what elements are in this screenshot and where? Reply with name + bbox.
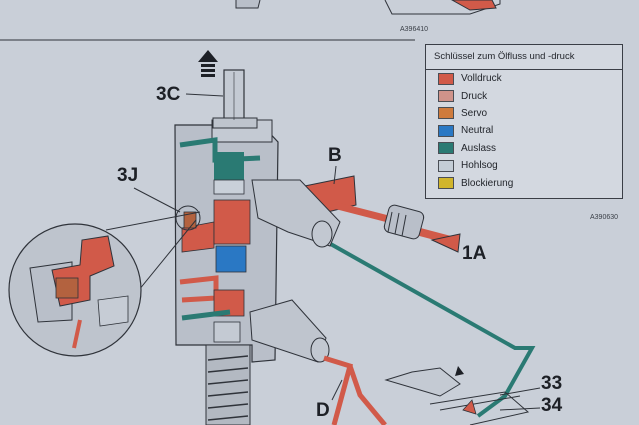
legend-item: Neutral [426,122,622,139]
top-partial-figure [0,0,501,41]
legend-label: Neutral [461,125,494,137]
inflow-arrow-icon [430,233,461,253]
label-33: 33 [541,373,563,394]
legend-swatch [438,107,454,120]
legend-label: Volldruck [461,73,502,85]
label-b: B [328,145,342,166]
label-d: D [316,400,330,421]
legend-box: Schlüssel zum Ölfluss und -druck Volldru… [425,44,623,199]
legend-swatch [438,177,454,190]
legend-item: Hohlsog [426,157,622,174]
label-3j: 3J [117,165,139,186]
ref-id-legend: A390630 [590,214,619,221]
legend-item: Blockierung [426,174,622,191]
lever-assembly [384,366,541,425]
label-34: 34 [541,395,563,416]
exhaust-line [319,236,536,418]
legend-label: Auslass [461,142,497,154]
up-arrow-icon [198,50,218,77]
legend-swatch [438,124,454,137]
ref-id-top: A396410 [400,26,429,33]
legend-label: Hohlsog [461,160,498,172]
piston-rod-3c [212,69,258,129]
legend-item: Auslass [426,140,622,157]
spring-assembly [205,344,251,425]
legend-item: Druck [426,87,622,104]
legend-swatch [438,90,454,103]
legend-title: Schlüssel zum Ölfluss und -druck [426,45,622,70]
upper-fitting [251,179,341,248]
legend-swatch [438,72,454,85]
legend-label: Druck [461,90,488,102]
legend-item: Volldruck [426,70,622,87]
label-1a: 1A [462,243,487,264]
legend-swatch [438,159,454,172]
legend-label: Blockierung [461,177,514,189]
lower-fitting [249,299,330,363]
legend-swatch [438,142,454,155]
line-d [323,355,387,425]
detail-callout [8,205,201,357]
legend-item: Servo [426,105,622,122]
legend-label: Servo [461,107,488,119]
label-3c: 3C [156,84,181,105]
leader-lines [133,93,343,401]
fitting-1a [383,204,425,240]
internal-passages [179,137,261,343]
